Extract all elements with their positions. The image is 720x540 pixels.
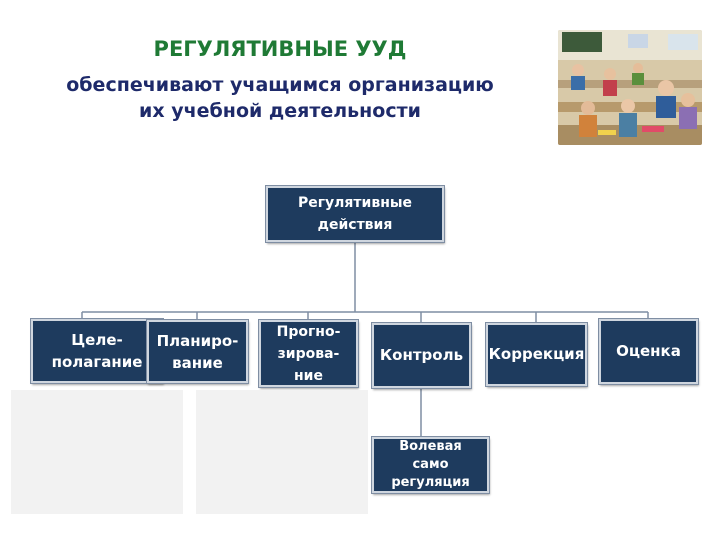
placeholder-panel-left — [11, 390, 183, 514]
node-assessment: Оценка — [598, 318, 699, 385]
classroom-photo — [558, 30, 702, 145]
subtitle-line-2: их учебной деятельности — [139, 100, 421, 122]
subtitle-line-1: обеспечивают учащимся организацию — [66, 74, 494, 96]
node-forecasting: Прогно- зирова- ние — [258, 319, 359, 388]
node-volitional-self-regulation: Волевая само регуляция — [371, 436, 490, 494]
node-goal-setting: Целе- полагание — [30, 318, 164, 384]
node-regulatory-actions: Регулятивные действия — [265, 185, 445, 243]
page-subtitle: обеспечивают учащимся организацию их уче… — [0, 72, 560, 124]
node-correction: Коррекция — [485, 322, 588, 387]
node-planning: Планиро- вание — [146, 319, 249, 384]
page-title: РЕГУЛЯТИВНЫЕ УУД — [153, 37, 407, 61]
node-control: Контроль — [371, 322, 472, 389]
placeholder-panel-right — [196, 390, 368, 514]
